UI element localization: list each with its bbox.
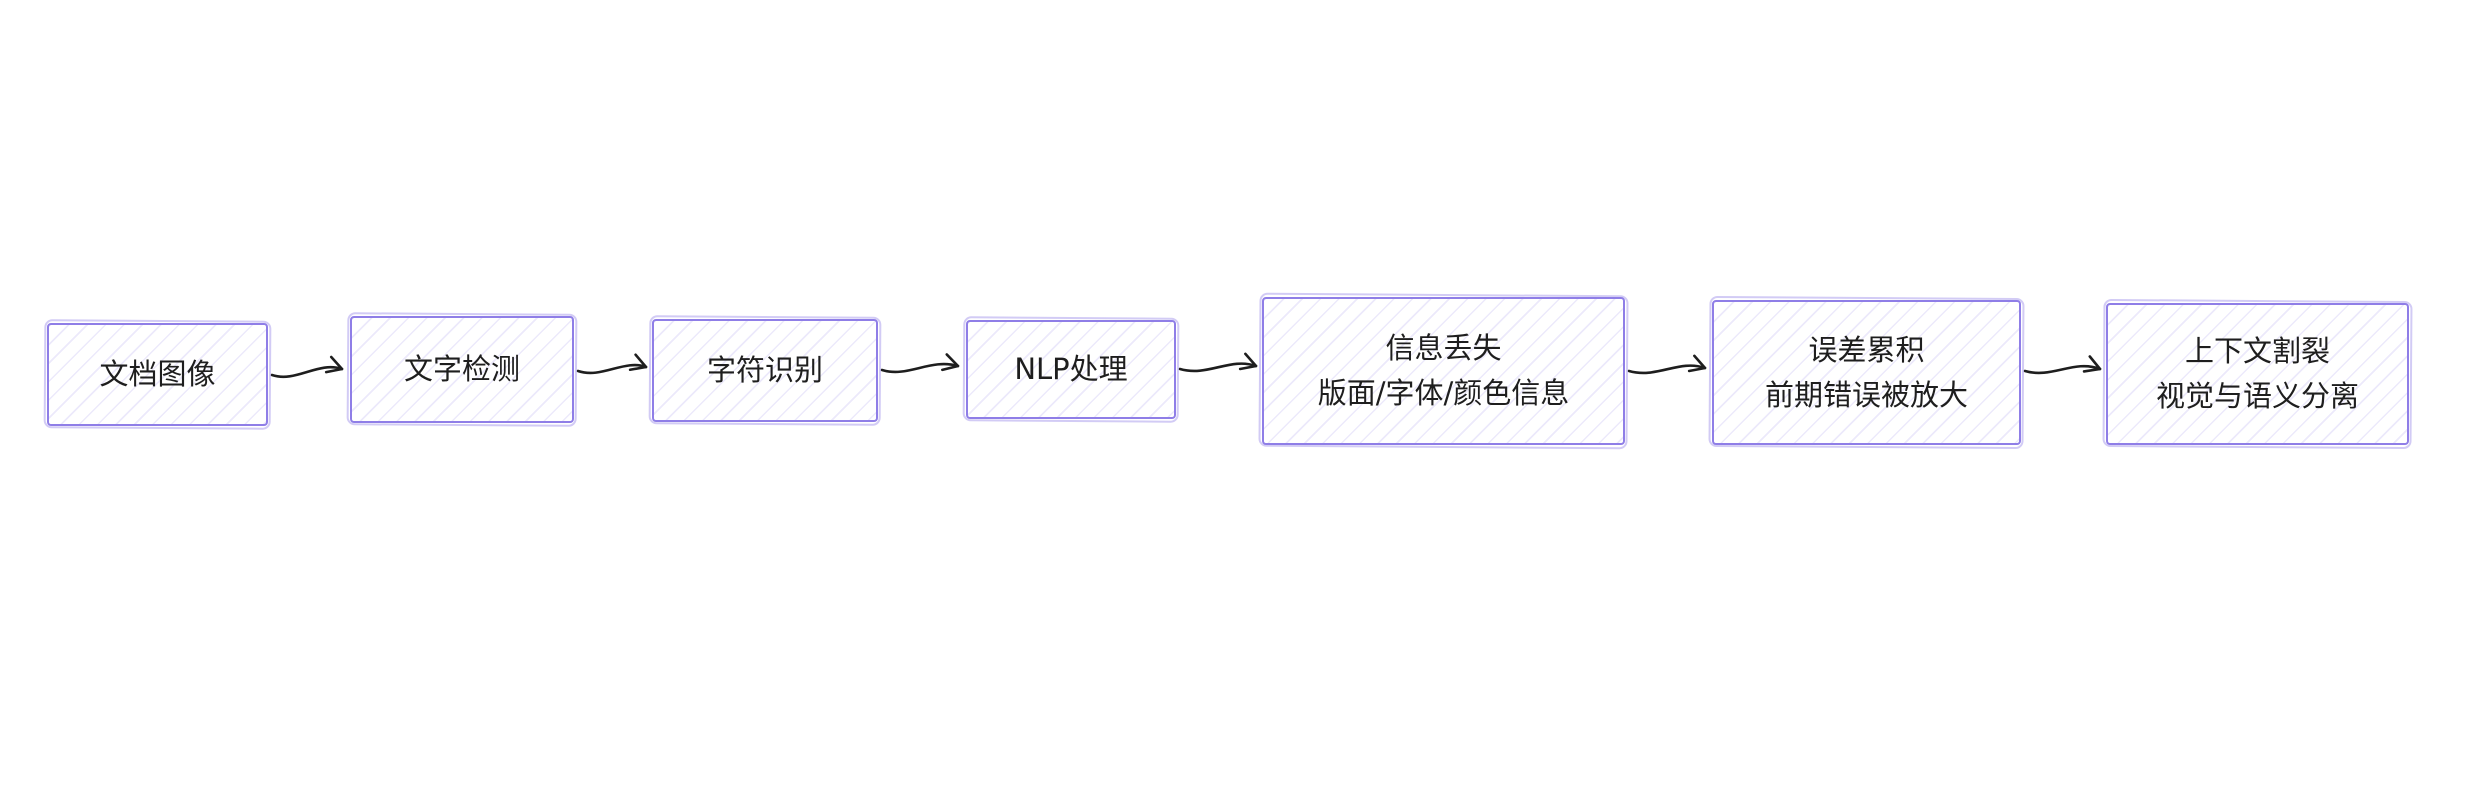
node-text-detection[interactable]: 文字检测 xyxy=(350,316,574,423)
node-character-recognition[interactable]: 字符识别 xyxy=(652,319,878,422)
node-nlp-processing[interactable]: NLP处理 xyxy=(966,320,1176,419)
node-label: 信息丢失 xyxy=(1385,331,1502,366)
node-label: 字符识别 xyxy=(706,353,823,388)
node-context-fragmentation[interactable]: 上下文割裂 视觉与语义分离 xyxy=(2106,303,2409,445)
node-sublabel: 视觉与语义分离 xyxy=(2155,379,2359,413)
arrow-error-accumulation-to-context-fragmentation[interactable] xyxy=(2023,355,2102,375)
node-label: 文档图像 xyxy=(99,357,216,392)
arrow-text-detection-to-character-recognition[interactable] xyxy=(576,353,648,375)
node-information-loss[interactable]: 信息丢失 版面/字体/颜色信息 xyxy=(1262,297,1625,445)
node-sublabel: 前期错误被放大 xyxy=(1764,377,1968,412)
node-document-image[interactable]: 文档图像 xyxy=(47,323,268,426)
node-sublabel: 版面/字体/颜色信息 xyxy=(1317,376,1570,410)
node-label: 误差累积 xyxy=(1808,332,1925,367)
arrow-character-recognition-to-nlp-processing[interactable] xyxy=(880,353,960,374)
node-label: 文字检测 xyxy=(403,352,520,387)
node-label: NLP处理 xyxy=(1014,352,1128,387)
arrow-document-image-to-text-detection[interactable] xyxy=(270,355,344,378)
node-error-accumulation[interactable]: 误差累积 前期错误被放大 xyxy=(1712,300,2021,445)
node-label: 上下文割裂 xyxy=(2184,334,2330,369)
arrow-information-loss-to-error-accumulation[interactable] xyxy=(1627,354,1707,375)
arrow-nlp-processing-to-information-loss[interactable] xyxy=(1178,352,1258,373)
